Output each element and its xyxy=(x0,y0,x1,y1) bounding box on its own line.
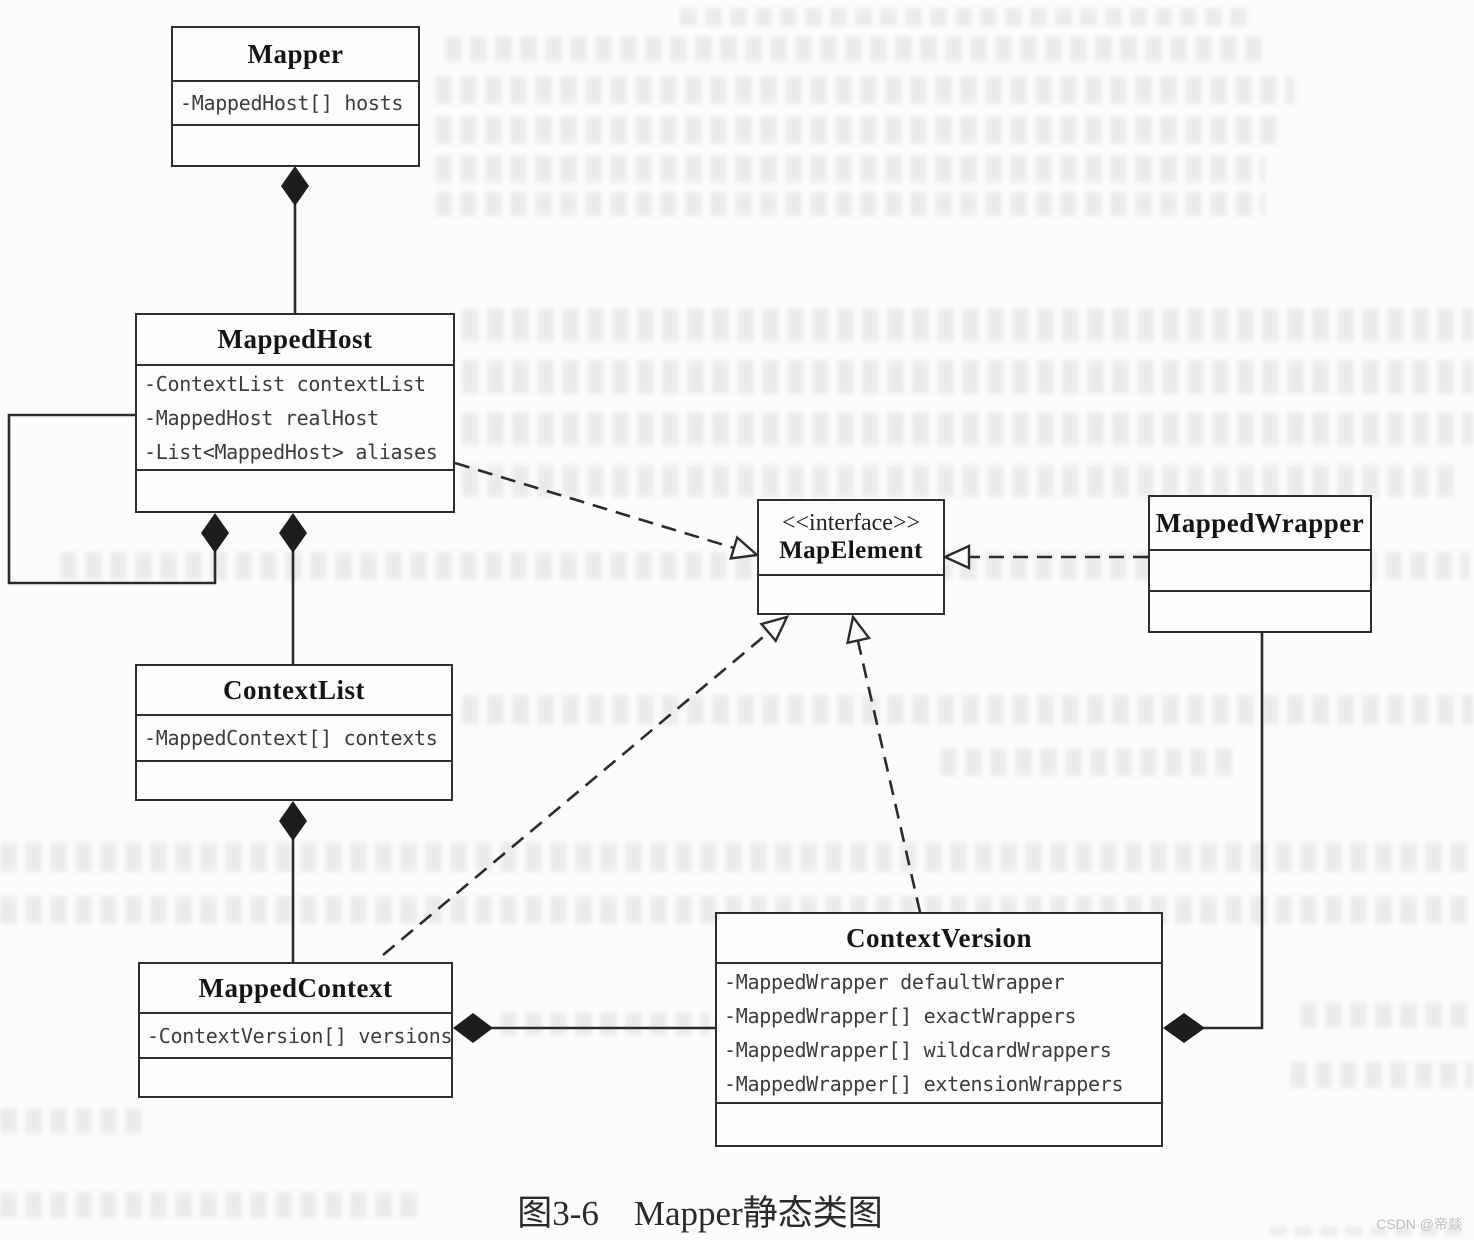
diamond-mappedhost-self xyxy=(201,513,229,553)
bleed-through-text xyxy=(0,1192,420,1218)
bleed-through-text xyxy=(500,1012,710,1036)
attributes-compartment: -MappedWrapper defaultWrapper -MappedWra… xyxy=(717,962,1161,1102)
bleed-through-text xyxy=(435,116,1285,144)
arrowhead-from-mappedhost xyxy=(729,535,760,560)
arrowhead-from-mappedwrapper xyxy=(942,544,971,570)
bleed-through-text xyxy=(0,842,1474,872)
bleed-through-text xyxy=(1270,1226,1470,1236)
attribute: -List<MappedHost> aliases xyxy=(144,439,438,464)
edge-mappedhost-mapelement xyxy=(454,461,735,550)
class-mappedwrapper: MappedWrapper xyxy=(1148,495,1372,633)
diamond-mappedhost-contextlist xyxy=(279,513,307,553)
csdn-watermark: CSDN @帝燚 xyxy=(1376,1216,1462,1232)
class-name: MappedWrapper xyxy=(1155,507,1365,538)
edge-contextversion-mapelement xyxy=(856,640,922,913)
edge-mappedcontext-mapelement xyxy=(382,632,769,956)
diamond-mapper xyxy=(281,166,309,206)
class-name: MappedContext xyxy=(198,972,393,1003)
attributes-compartment xyxy=(1150,549,1370,590)
class-mapper: Mapper -MappedHost[] hosts xyxy=(171,26,420,167)
class-name: ContextVersion xyxy=(846,922,1032,953)
interface-mapelement: <<interface>> MapElement xyxy=(757,499,945,615)
attribute: -MappedHost[] hosts xyxy=(180,91,404,115)
arrowhead-from-contextversion xyxy=(846,614,872,645)
attribute: -ContextVersion[] versions xyxy=(147,1023,453,1048)
edge-mappedhost-self xyxy=(7,413,217,585)
class-name: Mapper xyxy=(247,38,344,69)
figure-caption: 图3-6 Mapper静态类图 xyxy=(517,1194,883,1233)
arrowhead-from-mappedcontext xyxy=(759,615,790,643)
bleed-through-text xyxy=(462,308,1474,342)
interface-stereotype: <<interface>> xyxy=(781,510,921,536)
bleed-through-text xyxy=(435,76,1295,104)
attribute: -ContextList contextList xyxy=(144,371,426,396)
attribute: -MappedHost realHost xyxy=(144,405,379,430)
class-name: MapElement xyxy=(779,537,923,564)
bleed-through-text xyxy=(462,412,1474,446)
attributes-compartment: -MappedContext[] contexts xyxy=(137,714,451,760)
attribute: -MappedContext[] contexts xyxy=(144,726,438,750)
methods-compartment xyxy=(140,1057,451,1095)
attributes-compartment: -ContextVersion[] versions xyxy=(140,1012,453,1057)
bleed-through-text xyxy=(680,8,1250,26)
bleed-through-text xyxy=(445,36,1265,62)
bleed-through-text xyxy=(462,465,1462,497)
methods-compartment xyxy=(137,469,453,510)
attributes-compartment: -ContextList contextList -MappedHost rea… xyxy=(137,364,453,469)
class-contextlist: ContextList -MappedContext[] contexts xyxy=(135,664,453,801)
methods-compartment xyxy=(717,1102,1161,1144)
edge-contextversion-mappedwrapper xyxy=(1203,633,1264,1030)
methods-compartment xyxy=(759,574,943,612)
bleed-through-text xyxy=(462,695,1474,725)
class-contextversion: ContextVersion -MappedWrapper defaultWra… xyxy=(715,912,1163,1147)
diamond-contextversion xyxy=(1163,1013,1205,1043)
class-name: MappedHost xyxy=(217,324,373,354)
attribute: -MappedWrapper[] wildcardWrappers xyxy=(724,1038,1112,1062)
bleed-through-text xyxy=(435,155,1265,183)
bleed-through-text xyxy=(1300,1002,1470,1028)
bleed-through-text xyxy=(462,360,1474,394)
attribute: -MappedWrapper[] extensionWrappers xyxy=(724,1072,1124,1096)
methods-compartment xyxy=(1150,590,1370,630)
class-mappedcontext: MappedContext -ContextVersion[] versions xyxy=(138,962,453,1098)
bleed-through-text xyxy=(0,1108,150,1134)
attribute: -MappedWrapper[] exactWrappers xyxy=(724,1004,1077,1028)
bleed-through-text xyxy=(1290,1062,1474,1088)
attribute: -MappedWrapper defaultWrapper xyxy=(724,970,1065,994)
methods-compartment xyxy=(137,760,451,798)
attributes-compartment: -MappedHost[] hosts xyxy=(173,80,418,124)
interface-title: <<interface>> MapElement xyxy=(759,501,943,574)
methods-compartment xyxy=(173,124,418,169)
bleed-through-text xyxy=(940,748,1240,776)
class-mappedhost: MappedHost -ContextList contextList -Map… xyxy=(135,313,455,513)
diamond-contextlist xyxy=(279,801,307,841)
diamond-mappedcontext xyxy=(453,1013,493,1043)
class-name: ContextList xyxy=(223,674,365,705)
bleed-through-text xyxy=(435,192,1265,216)
